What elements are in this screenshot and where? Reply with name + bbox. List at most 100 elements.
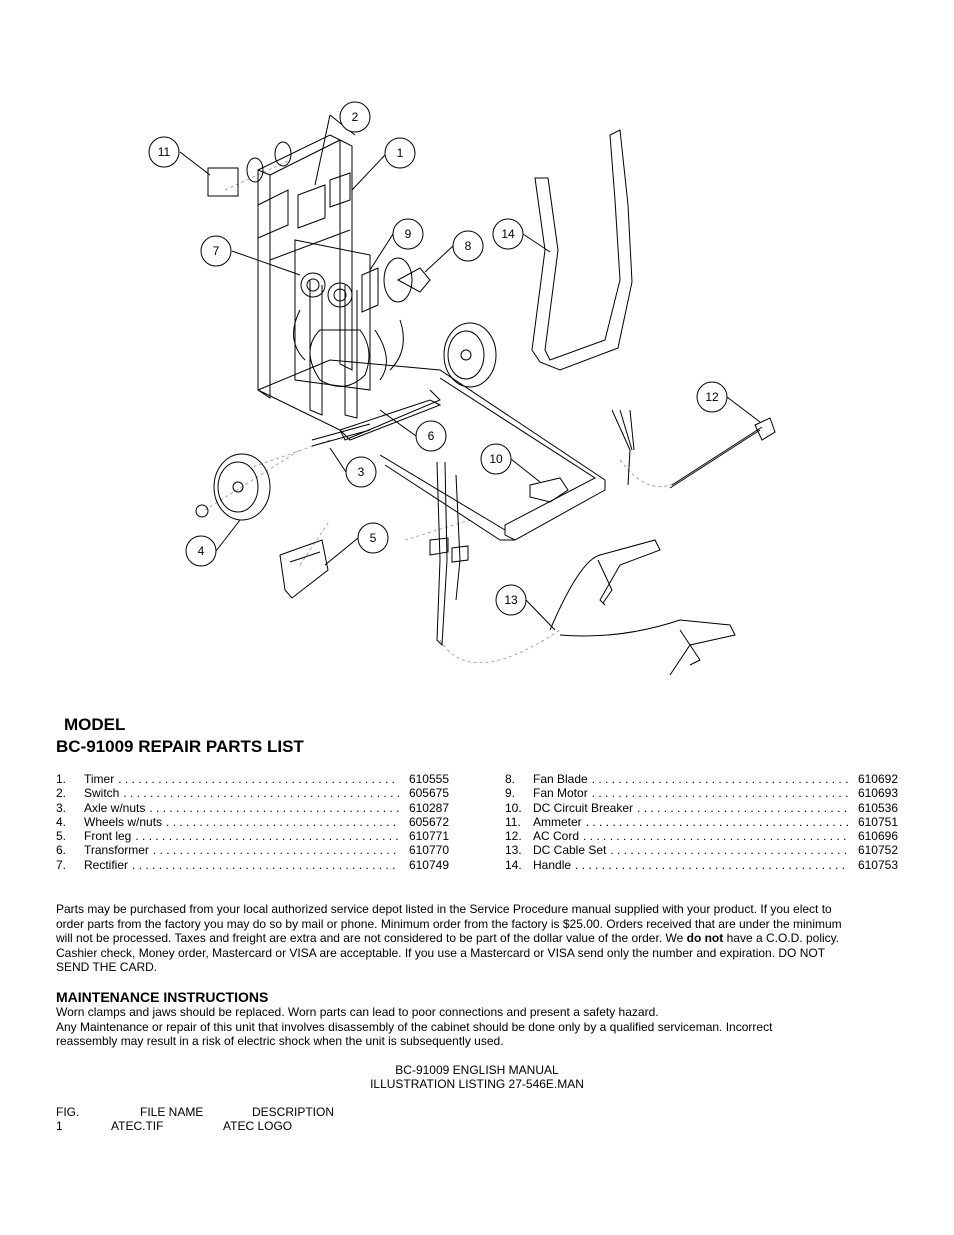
part-number-index: 10. [505, 800, 522, 815]
part-number: 610696 [857, 829, 898, 844]
callout-12: 12 [705, 390, 719, 404]
part-name: Fan Blade [533, 772, 588, 786]
part-number: 610753 [857, 857, 898, 872]
listing-header-filename: FILE NAME [140, 1105, 204, 1119]
part-number: 605675 [408, 786, 449, 801]
part-name: Wheels w/nuts [84, 814, 163, 829]
part-number-index: 5. [56, 829, 67, 844]
part-name: Rectifier [84, 857, 129, 872]
callout-14: 14 [501, 227, 515, 241]
part-number-index: 8. [505, 772, 516, 786]
parts-row: 10. DC Circuit Breaker 610536 [505, 801, 898, 815]
leader-dots [637, 801, 848, 815]
part-number: 610692 [857, 772, 898, 786]
footer-manual-name: BC-91009 ENGLISH MANUAL [395, 1063, 559, 1077]
part-number-index: 13. [505, 843, 522, 858]
leader-dots [123, 786, 399, 800]
callout-9: 9 [405, 227, 412, 241]
part-name: Handle [533, 857, 572, 872]
part-number-index: 12. [505, 829, 522, 844]
parts-row: 3. Axle w/nuts 610287 [56, 801, 449, 815]
leader-dots [583, 829, 848, 843]
part-name: Fan Motor [533, 786, 588, 801]
ordering-text-1: Parts may be purchased from your local a… [56, 902, 842, 946]
ordering-text-2: have a C.O.D. policy. Cashier check, Mon… [56, 931, 840, 975]
part-number: 610749 [408, 857, 449, 872]
leader-dots [149, 801, 399, 815]
parts-row: 1. Timer 610555 [56, 772, 449, 786]
leader-dots [135, 829, 399, 843]
part-name: Transformer [84, 843, 149, 858]
part-number-index: 14. [505, 857, 522, 872]
leader-dots [166, 815, 399, 829]
callout-7: 7 [213, 244, 220, 258]
part-number: 610771 [408, 829, 449, 844]
part-name: Timer [84, 772, 115, 786]
part-number-index: 7. [56, 857, 67, 872]
listing-filename: ATEC.TIF [111, 1119, 164, 1133]
callout-8: 8 [465, 239, 472, 253]
parts-row: 14. Handle 610753 [505, 858, 898, 872]
part-number-index: 2. [56, 786, 67, 801]
part-number-index: 6. [56, 843, 67, 858]
leader-dots [592, 772, 848, 786]
callout-3: 3 [358, 465, 365, 479]
maintenance-line-1: Worn clamps and jaws should be replaced.… [56, 1005, 659, 1019]
leader-dots [592, 786, 848, 800]
maintenance-line-2: Any Maintenance or repair of this unit t… [56, 1019, 773, 1049]
part-name: Switch [84, 786, 120, 801]
parts-row: 2. Switch 605675 [56, 786, 449, 800]
listing-fig: 1 [56, 1119, 63, 1133]
parts-list-title: BC-91009 REPAIR PARTS LIST [56, 737, 304, 756]
parts-row: 7. Rectifier 610749 [56, 858, 449, 872]
leader-dots [153, 843, 399, 857]
part-number: 610752 [857, 843, 898, 858]
parts-row: 6. Transformer 610770 [56, 843, 449, 857]
model-heading: MODEL [64, 715, 126, 734]
callout-6: 6 [428, 429, 435, 443]
listing-header-fig: FIG. [56, 1105, 80, 1119]
part-name: Front leg [84, 829, 132, 844]
leader-dots [610, 843, 848, 857]
exploded-parts-diagram: 1 2 3 4 5 6 7 8 9 10 11 12 13 14 [148, 101, 776, 676]
part-name: Ammeter [533, 814, 582, 829]
part-number: 610287 [408, 800, 449, 815]
part-number-index: 11. [505, 814, 521, 829]
callout-1: 1 [397, 146, 404, 160]
callout-13: 13 [504, 593, 518, 607]
part-number-index: 3. [56, 800, 67, 815]
part-number-index: 4. [56, 814, 67, 829]
parts-row: 5. Front leg 610771 [56, 829, 449, 843]
part-name: Axle w/nuts [84, 800, 146, 815]
callout-4: 4 [198, 544, 205, 558]
callout-11: 11 [158, 145, 171, 159]
part-number: 610751 [857, 814, 898, 829]
part-name: AC Cord [533, 829, 580, 844]
part-number-index: 9. [505, 786, 516, 801]
part-number: 610770 [408, 843, 449, 858]
parts-list-right: 8. Fan Blade 610692 9. Fan Motor 610693 10. D… [505, 772, 898, 872]
part-number-index: 1. [56, 772, 67, 786]
callout-5: 5 [370, 531, 377, 545]
ordering-bold: do not [686, 931, 724, 946]
parts-row: 9. Fan Motor 610693 [505, 786, 898, 800]
maintenance-text: Worn clamps and jaws should be replaced.… [56, 1005, 836, 1049]
footer-listing-name: ILLUSTRATION LISTING 27-546E.MAN [370, 1077, 584, 1091]
parts-row: 13.DC Cable Set610752 [505, 843, 898, 857]
part-number: 610693 [857, 786, 898, 801]
part-number: 610555 [408, 772, 449, 786]
leader-dots [575, 858, 848, 872]
leader-dots [118, 772, 399, 786]
leader-dots [586, 815, 848, 829]
parts-row: 4. Wheels w/nuts 605672 [56, 815, 449, 829]
part-number: 610536 [857, 800, 898, 815]
listing-description: ATEC LOGO [223, 1119, 293, 1133]
parts-list-left: 1. Timer 610555 2. Switch 605675 3. Axle w/nu… [56, 772, 449, 872]
maintenance-heading: MAINTENANCE INSTRUCTIONS [56, 989, 269, 1005]
part-name: DC Circuit Breaker [533, 800, 634, 815]
callout-2: 2 [352, 110, 359, 124]
parts-row: 11. Ammeter 610751 [505, 815, 898, 829]
part-number: 605672 [408, 814, 449, 829]
parts-row: 8. Fan Blade 610692 [505, 772, 898, 786]
callout-10: 10 [489, 452, 503, 466]
